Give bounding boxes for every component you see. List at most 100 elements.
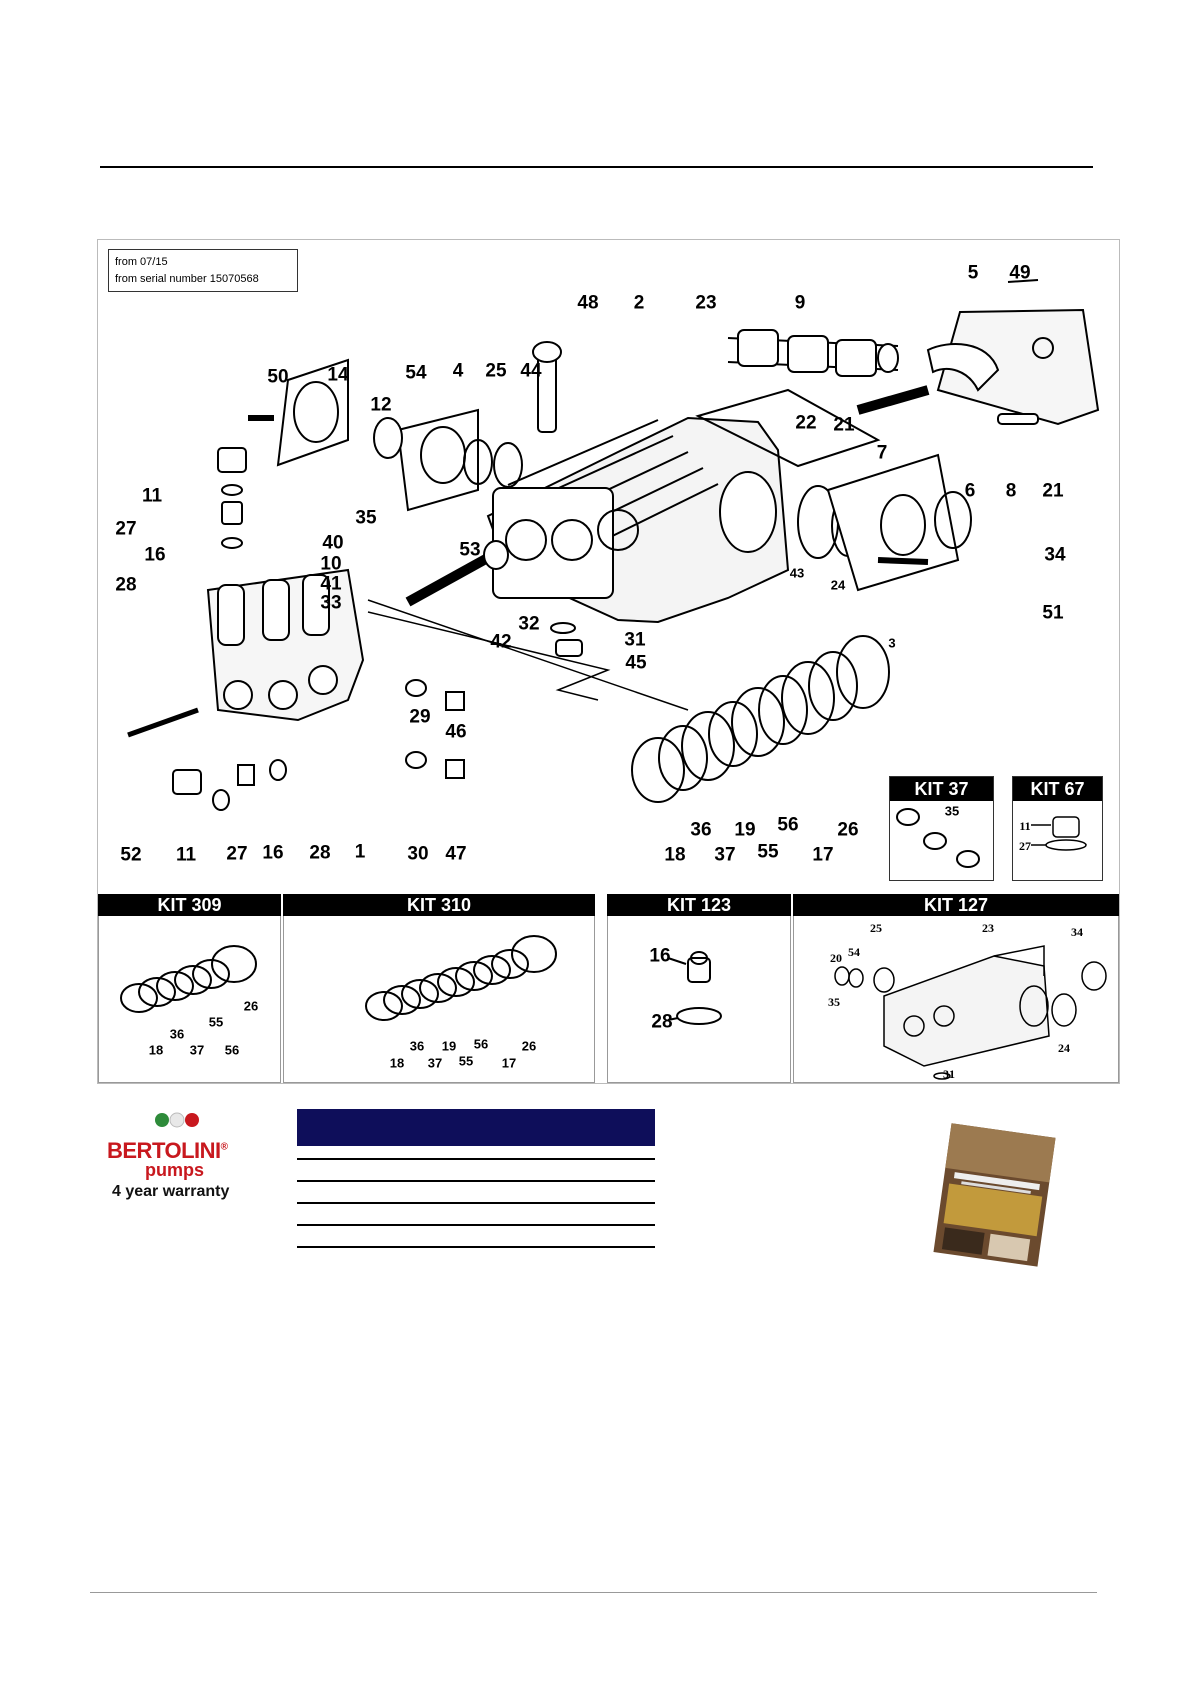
kit-127-label-54: 54 bbox=[848, 945, 860, 959]
callout-1: 1 bbox=[354, 841, 366, 863]
callout-28: 28 bbox=[115, 574, 137, 596]
table-header bbox=[297, 1109, 655, 1146]
kit-309-parts bbox=[120, 945, 257, 1013]
callout-51: 51 bbox=[1042, 602, 1064, 624]
callout-3: 3 bbox=[888, 635, 896, 651]
kit-310-parts bbox=[365, 935, 557, 1021]
callout-44: 44 bbox=[520, 360, 542, 382]
kit-37-title: KIT 37 bbox=[890, 777, 993, 801]
callout-9: 9 bbox=[794, 292, 806, 314]
callout-42: 42 bbox=[490, 631, 512, 653]
kit-67-label-11: 11 bbox=[1019, 819, 1031, 833]
kit-123-cell: KIT 123 16 28 bbox=[607, 894, 793, 1083]
kit-67-label-27: 27 bbox=[1019, 839, 1031, 853]
kit-309-title: KIT 309 bbox=[98, 894, 281, 916]
kit-310-label-56: 56 bbox=[473, 1036, 489, 1052]
callout-27: 27 bbox=[226, 843, 248, 865]
kit-127-title: KIT 127 bbox=[793, 894, 1119, 916]
callout-53: 53 bbox=[459, 539, 481, 561]
logo-dots bbox=[155, 1112, 199, 1128]
callout-55: 55 bbox=[757, 841, 779, 863]
callout-17: 17 bbox=[812, 844, 834, 866]
callout-31: 31 bbox=[624, 629, 646, 651]
kit-123-parts bbox=[667, 951, 722, 1025]
table-row bbox=[297, 1204, 655, 1226]
parts-drawing bbox=[127, 279, 1100, 811]
kit-123-title: KIT 123 bbox=[607, 894, 791, 916]
manual-cover-image bbox=[930, 1120, 1060, 1270]
callout-16: 16 bbox=[262, 842, 284, 864]
kit-37-label-35: 35 bbox=[944, 803, 960, 819]
callout-19: 19 bbox=[734, 819, 756, 841]
revision-note-date: from 07/15 bbox=[115, 256, 168, 268]
kit-310-label-19: 19 bbox=[441, 1038, 457, 1054]
table-row bbox=[297, 1182, 655, 1204]
kit-127-label-31: 31 bbox=[943, 1067, 955, 1081]
callout-46: 46 bbox=[445, 721, 467, 743]
callout-50: 50 bbox=[267, 366, 289, 388]
kit-309-label-37: 37 bbox=[189, 1042, 205, 1058]
kit-67-parts bbox=[1031, 816, 1087, 851]
exploded-parts-diagram: from 07/15 from serial number 15070568 bbox=[97, 239, 1120, 1084]
logo-brand-text: BERTOLINI bbox=[107, 1138, 221, 1163]
callout-54: 54 bbox=[405, 362, 427, 384]
kit-127-parts bbox=[834, 945, 1107, 1080]
callout-25: 25 bbox=[485, 360, 507, 382]
table-row bbox=[297, 1226, 655, 1248]
callout-7: 7 bbox=[876, 442, 888, 464]
kit-310-label-55: 55 bbox=[458, 1053, 474, 1069]
bottom-rule bbox=[90, 1592, 1097, 1593]
kit-127-label-24: 24 bbox=[1058, 1041, 1070, 1055]
callout-37: 37 bbox=[714, 844, 736, 866]
callout-26: 26 bbox=[837, 819, 859, 841]
callout-56: 56 bbox=[777, 814, 799, 836]
kit-310-label-17: 17 bbox=[501, 1055, 517, 1071]
callout-43: 43 bbox=[789, 565, 805, 581]
top-rule bbox=[100, 166, 1093, 168]
callout-36: 36 bbox=[690, 819, 712, 841]
kit-37-parts bbox=[896, 808, 980, 868]
warranty-text: 4 year warranty bbox=[112, 1183, 230, 1200]
kit-310-label-26: 26 bbox=[521, 1038, 537, 1054]
empty-table bbox=[297, 1109, 655, 1248]
table-row bbox=[297, 1146, 655, 1160]
callout-12: 12 bbox=[370, 394, 392, 416]
callout-18: 18 bbox=[664, 844, 686, 866]
callout-16: 16 bbox=[144, 544, 166, 566]
kit-127-label-23: 23 bbox=[982, 921, 994, 935]
kit-67-box: KIT 67 11 27 bbox=[1012, 776, 1103, 881]
callout-5: 5 bbox=[967, 262, 979, 284]
callout-29: 29 bbox=[409, 706, 431, 728]
callout-10: 10 bbox=[320, 553, 342, 575]
bertolini-logo: BERTOLINI® pumps 4 year warranty bbox=[107, 1108, 247, 1203]
callout-14: 14 bbox=[327, 364, 349, 386]
kit-309-label-26: 26 bbox=[243, 998, 259, 1014]
callout-41: 41 bbox=[320, 573, 342, 595]
kit-123-label-28: 28 bbox=[651, 1011, 673, 1033]
callout-23: 23 bbox=[695, 292, 717, 314]
kit-127-label-25: 25 bbox=[870, 921, 882, 935]
kit-band: KIT 309 26 55 56 36 18 37 bbox=[98, 894, 1119, 1083]
callout-40: 40 bbox=[322, 532, 344, 554]
callout-2: 2 bbox=[633, 292, 645, 314]
kit-127-label-20: 20 bbox=[830, 951, 842, 965]
callout-6: 6 bbox=[964, 480, 976, 502]
callout-48: 48 bbox=[577, 292, 599, 314]
kit-309-cell: KIT 309 26 55 56 36 18 37 bbox=[98, 894, 283, 1083]
revision-note-serial: from serial number 15070568 bbox=[115, 273, 259, 285]
kit-gap bbox=[597, 894, 607, 1083]
callout-28: 28 bbox=[309, 842, 331, 864]
callout-21: 21 bbox=[833, 414, 855, 436]
logo-pumps: pumps bbox=[145, 1160, 205, 1180]
kit-310-cell: KIT 310 19 56 bbox=[283, 894, 597, 1083]
callout-35: 35 bbox=[355, 507, 377, 529]
callout-11: 11 bbox=[141, 485, 163, 507]
logo-brand: BERTOLINI® bbox=[107, 1138, 228, 1164]
kit-310-title: KIT 310 bbox=[283, 894, 595, 916]
kit-127-label-34: 34 bbox=[1071, 925, 1083, 939]
callout-47: 47 bbox=[445, 843, 467, 865]
kit-309-label-18: 18 bbox=[148, 1042, 164, 1058]
callout-49: 49 bbox=[1009, 262, 1031, 284]
manual-cover-picture bbox=[933, 1123, 1056, 1267]
callout-30: 30 bbox=[407, 843, 429, 865]
